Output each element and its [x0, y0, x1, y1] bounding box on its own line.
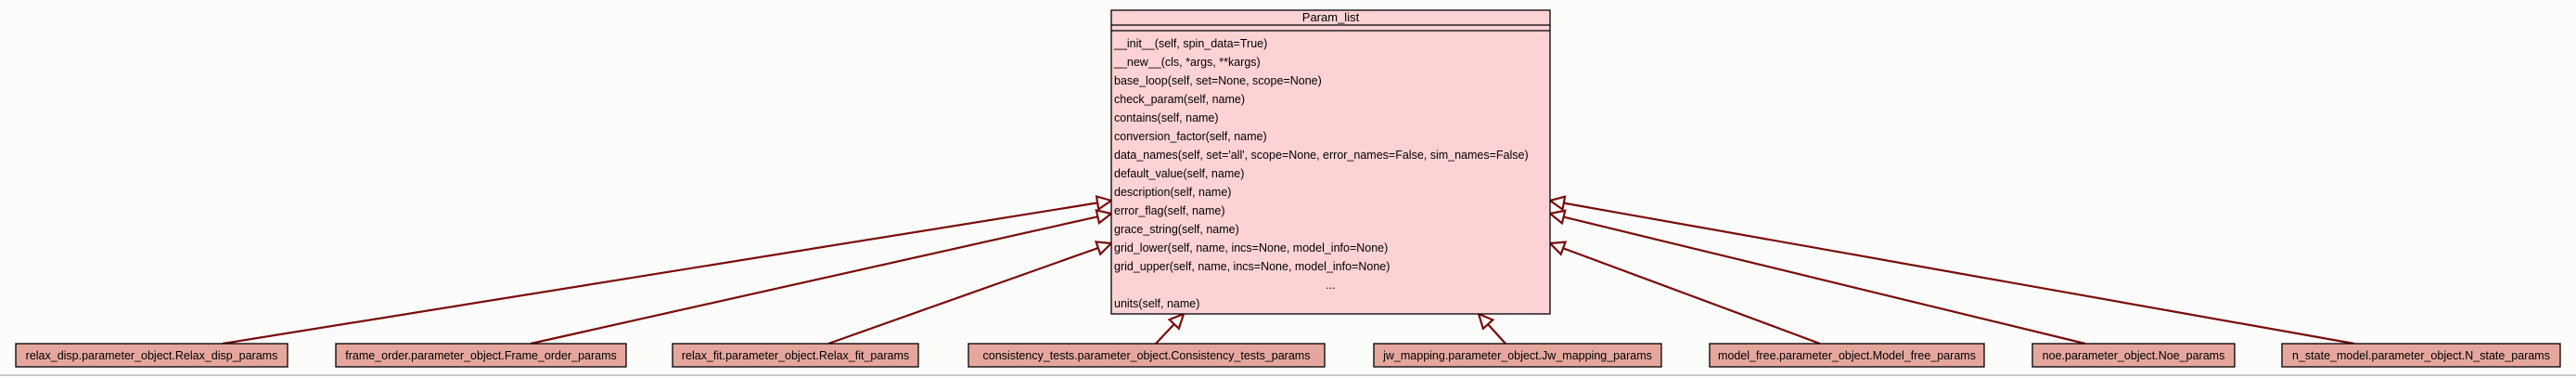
edge-consistency-tests [1155, 323, 1175, 345]
method-item: data_names(self, set='all', scope=None, … [1114, 149, 1529, 162]
method-item: error_flag(self, name) [1114, 204, 1225, 217]
subclass-label: relax_fit.parameter_object.Relax_fit_par… [682, 349, 909, 362]
edge-relax-disp [222, 202, 1098, 345]
inheritance-edges [222, 194, 2355, 345]
subclass-box [968, 343, 1326, 368]
method-item: contains(self, name) [1114, 111, 1219, 124]
base-class-title: Param_list [1302, 10, 1360, 24]
subclass-box [672, 343, 919, 368]
edge-model-free [1562, 247, 1821, 345]
subclass-box [1373, 343, 1662, 368]
edge-n-state-model [1563, 202, 2355, 345]
edge-relax-fit [827, 246, 1099, 345]
base-class-box [1110, 9, 1551, 315]
method-item: units(self, name) [1114, 297, 1199, 310]
subclass-consistency-tests[interactable]: consistency_tests.parameter_object.Consi… [968, 343, 1326, 368]
method-item: grid_lower(self, name, incs=None, model_… [1114, 241, 1388, 254]
method-item: conversion_factor(self, name) [1114, 130, 1267, 143]
subclass-box [15, 343, 288, 368]
base-class-methods: __init__(self, spin_data=True) __new__(c… [1113, 37, 1529, 310]
subclass-label: jw_mapping.parameter_object.Jw_mapping_p… [1382, 349, 1652, 362]
subclass-box [1709, 343, 1985, 368]
subclass-jw-mapping[interactable]: jw_mapping.parameter_object.Jw_mapping_p… [1373, 343, 1662, 368]
subclass-label: noe.parameter_object.Noe_params [2043, 349, 2225, 362]
subclass-box [2281, 343, 2561, 368]
subclass-label: n_state_model.parameter_object.N_state_p… [2292, 349, 2550, 362]
inheritance-arrowhead [1095, 208, 1114, 226]
inheritance-arrowhead [1167, 312, 1185, 331]
subclass-label: consistency_tests.parameter_object.Consi… [983, 349, 1311, 362]
edge-noe [1563, 215, 2086, 345]
subclass-relax-fit[interactable]: relax_fit.parameter_object.Relax_fit_par… [672, 343, 919, 368]
inheritance-arrowhead [1547, 195, 1567, 212]
subclass-relax-disp[interactable]: relax_disp.parameter_object.Relax_disp_p… [15, 343, 288, 368]
subclass-box [335, 343, 627, 368]
subclasses: relax_disp.parameter_object.Relax_disp_p… [15, 343, 2561, 368]
method-item: __init__(self, spin_data=True) [1113, 37, 1267, 50]
inheritance-arrowhead [1095, 194, 1114, 212]
method-item: grace_string(self, name) [1114, 223, 1239, 236]
inheritance-arrowhead [1094, 241, 1114, 256]
method-item: description(self, name) [1114, 186, 1231, 199]
base-class-param-list[interactable]: Param_list __init__(self, spin_data=True… [1110, 9, 1551, 315]
method-item: base_loop(self, set=None, scope=None) [1114, 74, 1322, 87]
subclass-label: model_free.parameter_object.Model_free_p… [1718, 349, 1976, 362]
subclass-box [2031, 343, 2236, 368]
subclass-n-state-model[interactable]: n_state_model.parameter_object.N_state_p… [2281, 343, 2561, 368]
edge-frame-order [530, 215, 1098, 345]
inheritance-arrowhead [1477, 312, 1495, 331]
subclass-noe[interactable]: noe.parameter_object.Noe_params [2031, 343, 2236, 368]
method-item: default_value(self, name) [1114, 167, 1244, 180]
subclass-label: frame_order.parameter_object.Frame_order… [345, 349, 617, 362]
subclass-frame-order[interactable]: frame_order.parameter_object.Frame_order… [335, 343, 627, 368]
method-item: check_param(self, name) [1114, 93, 1245, 106]
method-item: grid_upper(self, name, incs=None, model_… [1114, 260, 1390, 273]
edge-jw-mapping [1487, 323, 1506, 345]
methods-ellipsis: ... [1326, 279, 1335, 292]
inheritance-arrowhead [1547, 209, 1567, 226]
subclass-model-free[interactable]: model_free.parameter_object.Model_free_p… [1709, 343, 1985, 368]
inheritance-arrowhead [1547, 241, 1568, 256]
subclass-label: relax_disp.parameter_object.Relax_disp_p… [26, 349, 278, 362]
method-item: __new__(cls, *args, **kargs) [1113, 56, 1261, 69]
